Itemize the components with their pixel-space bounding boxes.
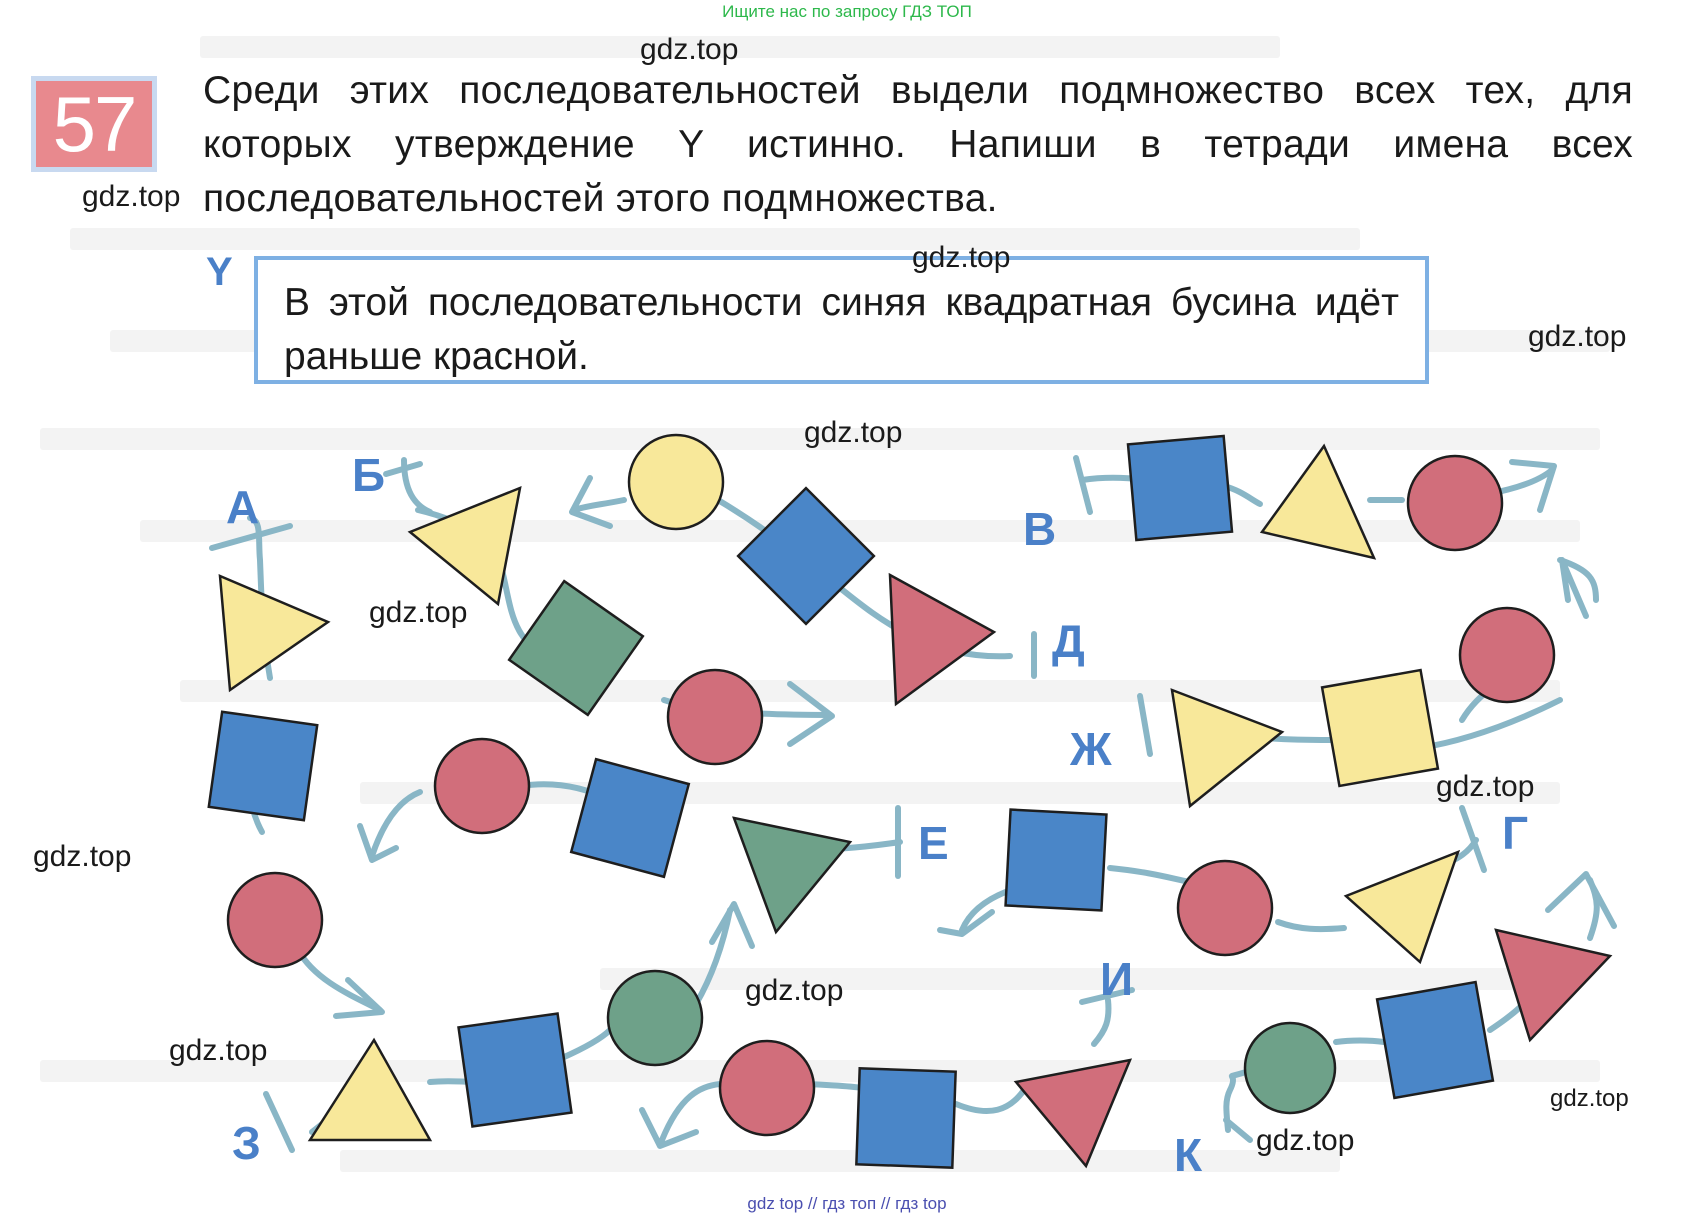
- bead-red-circle: [718, 1039, 816, 1137]
- thread-g-end-bar: [1459, 805, 1487, 873]
- bead-green-circle: [606, 969, 704, 1067]
- bead-green-square: [507, 579, 645, 717]
- thread-e-left-arrowhead: [357, 823, 399, 863]
- thread-b-arrowhead: [787, 681, 835, 747]
- thread-k-arrowhead: [1545, 871, 1617, 929]
- thread-z-start-bar: [263, 1091, 295, 1153]
- thread-a-end: [295, 947, 383, 1013]
- bead-red-circle: [433, 737, 531, 835]
- sequence-label-e: Е: [918, 817, 949, 869]
- thread-i-end: [1091, 997, 1112, 1047]
- promo-banner-top: Ищите нас по запросу ГДЗ ТОП: [722, 2, 972, 21]
- thread-i-link: [807, 1081, 865, 1091]
- thread-i-arrowhead: [937, 909, 995, 937]
- sequence-label-k: К: [1174, 1129, 1203, 1181]
- thread-a-arrowhead: [333, 977, 385, 1019]
- task-instructions: Среди этих последовательностей выдели по…: [203, 69, 1633, 220]
- sequence-label-g: Г: [1502, 807, 1529, 859]
- bead-red-triangle: [1494, 928, 1613, 1043]
- watermark: gdz.top: [804, 416, 903, 449]
- bead-blue-square: [855, 1067, 957, 1169]
- thread-i-end-bar: [1079, 987, 1135, 1005]
- bead-red-circle: [666, 668, 764, 766]
- thread-zh-end: [1417, 697, 1563, 751]
- thread-z-arrowhead: [709, 901, 755, 949]
- thread-e-left: [369, 789, 423, 859]
- bead-blue-square: [1126, 434, 1234, 542]
- bead-blue-square: [207, 710, 319, 822]
- bead-red-circle: [1176, 859, 1274, 957]
- watermark: gdz.top: [745, 974, 844, 1007]
- watermark: gdz.top: [169, 1034, 268, 1067]
- thread-i-left-arrowhead: [639, 1107, 699, 1149]
- sequence-label-d: Д: [1052, 615, 1085, 667]
- sequence-label-z: З: [232, 1117, 261, 1169]
- bead-yellow-triangle: [407, 485, 522, 607]
- thread-v-arrowhead: [1509, 459, 1557, 513]
- bead-blue-square: [457, 1012, 573, 1128]
- bead-green-triangle: [732, 816, 853, 935]
- thread-b-top-arrowhead: [569, 475, 613, 529]
- bead-yellow-triangle: [1259, 443, 1377, 560]
- bead-red-circle: [1406, 454, 1504, 552]
- sequence-label-zh: Ж: [1070, 723, 1112, 775]
- thread-g-low: [1275, 919, 1347, 933]
- sequence-label-b: Б: [352, 449, 386, 501]
- bead-red-triangle: [1013, 1058, 1133, 1169]
- thread-i-left: [659, 1081, 723, 1143]
- bead-green-circle: [1243, 1021, 1337, 1115]
- thread-b-start-bar: [383, 461, 423, 477]
- thread-g-top: [1557, 557, 1599, 603]
- bead-red-circle: [226, 871, 324, 969]
- bead-blue-square: [569, 757, 691, 879]
- bead-yellow-square: [1320, 668, 1440, 788]
- thread-k-bar: [1223, 1117, 1253, 1143]
- statement-box: В этой последовательности синяя квадратн…: [254, 256, 1429, 384]
- sequence-label-v: В: [1023, 503, 1057, 555]
- watermark: gdz.top: [82, 180, 181, 213]
- thread-zh-start-bar: [1137, 693, 1153, 757]
- bead-red-circle: [1458, 606, 1556, 704]
- beads: [207, 433, 1613, 1169]
- thread-a-start-bar: [209, 523, 293, 551]
- thread-i-start: [1107, 865, 1193, 885]
- statement-text: В этой последовательности синяя квадратн…: [284, 281, 1399, 378]
- watermark: gdz.top: [640, 33, 739, 66]
- task-number-badge: 57: [31, 76, 157, 172]
- statement-label: Y: [206, 250, 233, 294]
- watermark: gdz.top: [1550, 1085, 1629, 1112]
- watermark: gdz.top: [1528, 320, 1627, 353]
- promo-banner-bottom: gdz top // гдз топ // гдз top: [747, 1194, 947, 1213]
- watermark: gdz.top: [912, 241, 1011, 274]
- bead-yellow-circle: [627, 433, 725, 531]
- thread-v-start-bar: [1073, 455, 1093, 515]
- watermark: gdz.top: [1256, 1124, 1355, 1157]
- thread-z-mid2: [559, 1027, 613, 1061]
- bead-blue-square: [1004, 808, 1108, 912]
- watermark: gdz.top: [33, 840, 132, 873]
- thread-g-top-arrowhead: [1559, 557, 1589, 619]
- bead-yellow-triangle: [307, 1037, 433, 1142]
- sequence-label-a: А: [226, 481, 260, 533]
- bead-yellow-triangle: [218, 574, 331, 693]
- watermark: gdz.top: [369, 596, 468, 629]
- watermark: gdz.top: [1436, 770, 1535, 803]
- bead-yellow-triangle: [1170, 688, 1285, 809]
- bead-blue-square: [1375, 980, 1495, 1100]
- thread-k: [1223, 1069, 1249, 1133]
- thread-z-end: [693, 907, 733, 1007]
- thread-b-top: [571, 497, 627, 513]
- bead-blue-square: [736, 486, 876, 626]
- bead-red-triangle: [888, 572, 997, 707]
- thread-i-link2: [953, 1087, 1027, 1114]
- sequence-label-i: И: [1100, 953, 1134, 1005]
- bead-yellow-triangle: [1343, 849, 1461, 965]
- thread-k-mid: [1333, 1037, 1387, 1045]
